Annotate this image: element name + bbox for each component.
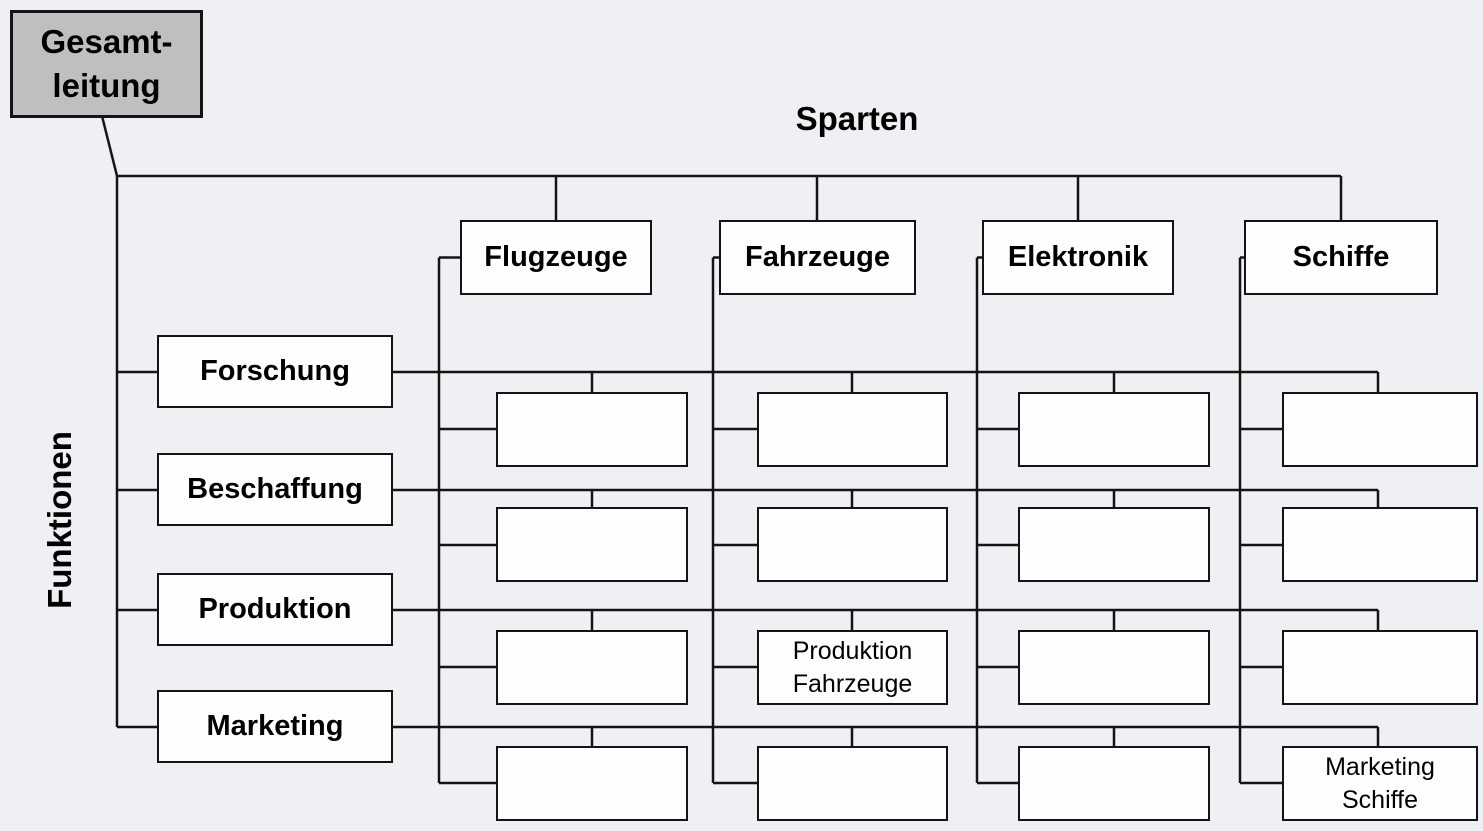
column-header-schiffe-label: Schiffe	[1292, 241, 1390, 273]
row-header-forschung-label: Forschung	[200, 355, 350, 387]
column-header-schiffe: Schiffe	[1244, 220, 1438, 295]
column-header-elektronik-label: Elektronik	[1007, 241, 1149, 273]
matrix-cell-r3-c3-label: Marketing	[1325, 753, 1435, 781]
row-header-produktion-label: Produktion	[198, 593, 352, 625]
root-box-label-line1: Gesamt-	[40, 23, 173, 61]
matrix-cell-r0-c3	[1282, 392, 1478, 467]
matrix-cell-r1-c1	[757, 507, 948, 582]
matrix-cell-r2-c2	[1018, 630, 1210, 705]
matrix-cell-r0-c1	[757, 392, 948, 467]
column-header-flugzeuge: Flugzeuge	[460, 220, 652, 295]
matrix-cell-r1-c0	[496, 507, 688, 582]
matrix-cell-r2-c0	[496, 630, 688, 705]
matrix-cell-r3-c2	[1018, 746, 1210, 821]
rows-axis-title: Funktionen	[41, 431, 78, 609]
root-box-gesamtleitung: Gesamt- leitung	[10, 10, 203, 118]
row-header-produktion: Produktion	[157, 573, 393, 646]
row-header-beschaffung: Beschaffung	[157, 453, 393, 526]
columns-axis-title: Sparten	[795, 100, 919, 137]
matrix-cell-r0-c2	[1018, 392, 1210, 467]
column-header-fahrzeuge-label: Fahrzeuge	[744, 241, 891, 273]
column-header-flugzeuge-label: Flugzeuge	[484, 241, 628, 273]
matrix-cell-r1-c3	[1282, 507, 1478, 582]
row-header-forschung: Forschung	[157, 335, 393, 408]
matrix-cell-r3-c1	[757, 746, 948, 821]
connector-line	[100, 115, 119, 177]
column-header-elektronik: Elektronik	[982, 220, 1174, 295]
row-header-marketing: Marketing	[157, 690, 393, 763]
matrix-cell-r2-c3	[1282, 630, 1478, 705]
row-header-marketing-label: Marketing	[206, 710, 344, 742]
matrix-cell-r3-c0	[496, 746, 688, 821]
root-box-label-line2: leitung	[52, 67, 161, 104]
row-header-beschaffung-label: Beschaffung	[187, 473, 363, 505]
matrix-cell-r1-c2	[1018, 507, 1210, 582]
matrix-cell-r3-c3-label: Schiffe	[1342, 785, 1418, 814]
column-header-fahrzeuge: Fahrzeuge	[719, 220, 916, 295]
matrix-cell-r2-c1-label: Produktion	[792, 637, 913, 665]
matrix-cell-r0-c0	[496, 392, 688, 467]
matrix-cell-r2-c1-label: Fahrzeuge	[792, 669, 913, 698]
